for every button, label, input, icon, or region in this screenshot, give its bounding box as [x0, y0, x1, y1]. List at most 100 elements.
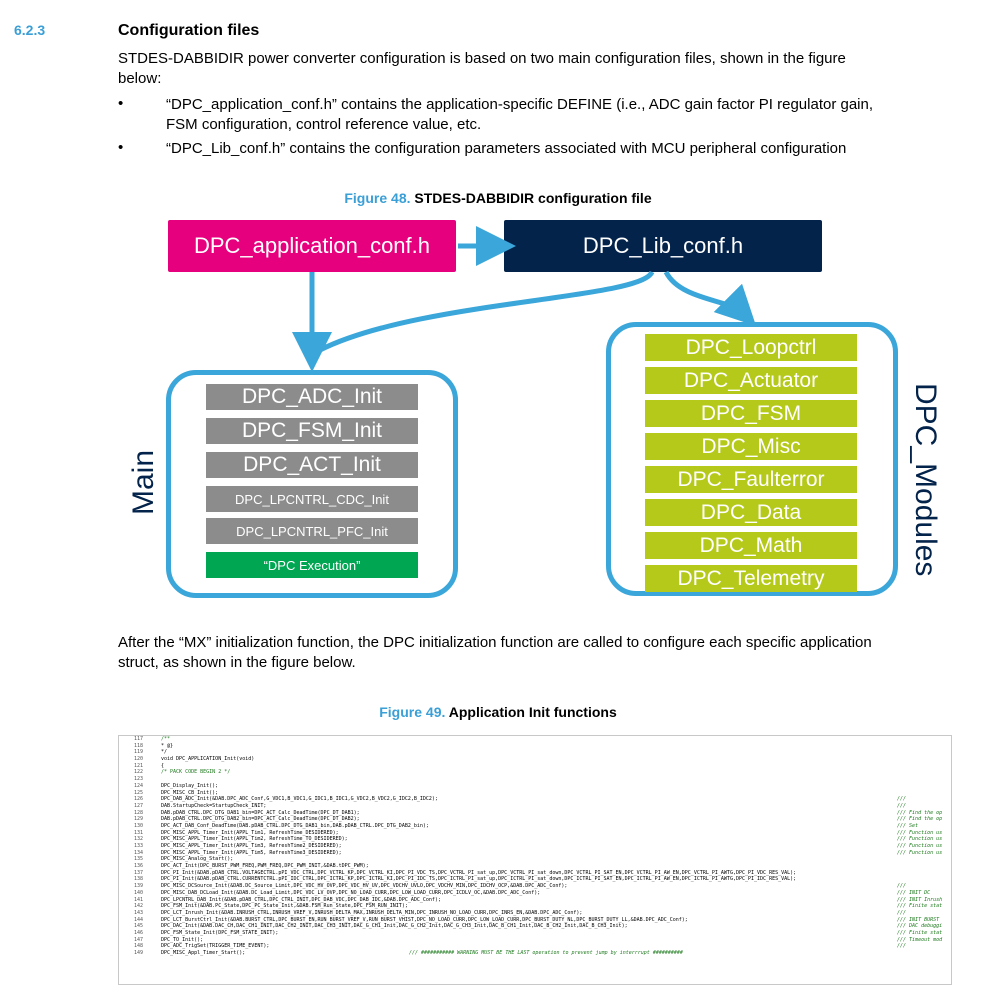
code-text: DPC_MISC_DAB_DCLoad_Init(&DAB.DC_Load_Li…: [161, 889, 541, 896]
bullet-marker: •: [118, 139, 124, 156]
module-item: DPC_Telemetry: [645, 565, 857, 592]
code-text: DPC_FSM_Init(&DAB.PC_State,DPC_PC_State_…: [161, 903, 408, 910]
module-item: DPC_FSM: [645, 400, 857, 427]
code-text: DPC_MISC_DCSource_Init(&DAB.DC_Source_Li…: [161, 883, 568, 890]
code-text: DPC_ADC_TrigSet(TRIGGER_TIME_EVENT);: [161, 943, 270, 950]
code-text: void DPC_APPLICATION_Init(void): [161, 756, 255, 763]
code-line: 119 */: [119, 749, 951, 756]
code-line: 139 DPC_MISC_DCSource_Init(&DAB.DC_Sourc…: [119, 883, 951, 890]
main-item: DPC_ADC_Init: [206, 384, 418, 410]
line-number: 124: [133, 782, 143, 789]
line-number: 119: [133, 749, 143, 756]
modules-label: DPC_Modules: [909, 383, 942, 577]
line-number: 134: [133, 849, 143, 856]
code-text: DPC_DAB_ADC_Init(&DAB.DPC_ADC_Conf,G_VDC…: [161, 796, 438, 803]
code-line: 141 DPC_LPCNTRL_DAB_Init(&DAB.pDAB_CTRL,…: [119, 897, 951, 904]
code-text: DPC_MISC_APPL_Timer_Init(APPL_Tim1, Refr…: [161, 829, 339, 836]
line-number: 135: [133, 856, 143, 863]
line-number: 144: [133, 916, 143, 923]
code-line: 137 DPC_PI_Init(&DAB.pDAB_CTRL.VOLTAGECT…: [119, 870, 951, 877]
code-line: 135 DPC_MISC_Analog_Start();: [119, 856, 951, 863]
code-text: DAB.pDAB_CTRL.DPC_DTG_DAB1_bin=DPC_ACT_C…: [161, 809, 360, 816]
code-comment: /// Function us: [897, 829, 943, 836]
figure-number: Figure 48.: [344, 190, 411, 206]
arrow-lib-to-main: [318, 270, 655, 353]
code-comment: /// Function us: [897, 843, 943, 849]
code-text: DPC_ACT_DAB_Conf_DeadTime(DAB.pDAB_CTRL.…: [161, 822, 429, 829]
code-line: 138 DPC_PI_Init(&DAB.pDAB_CTRL.CURRENTCT…: [119, 876, 951, 883]
line-number: 133: [133, 843, 143, 849]
line-number: 145: [133, 923, 143, 930]
code-line: 148 DPC_ADC_TrigSet(TRIGGER_TIME_EVENT);…: [119, 943, 951, 950]
arrow-lib-to-modules: [663, 270, 757, 327]
code-line: 131 DPC_MISC_APPL_Timer_Init(APPL_Tim1, …: [119, 830, 951, 837]
code-comment: /// Set: [897, 822, 919, 829]
line-number: 132: [133, 836, 143, 843]
code-text: DPC_LCT_BurstCtrl_Init(&DAB.BURST_CTRL,D…: [161, 916, 688, 923]
code-line: 123: [119, 776, 951, 783]
line-number: 117: [133, 736, 143, 742]
code-text: DAB.StartupCheck=StartupCheck_INIT;: [161, 802, 267, 809]
line-number: 139: [133, 883, 143, 890]
line-number: 149: [133, 950, 143, 956]
code-comment: /// Finite stat: [897, 929, 943, 936]
code-line: 129 DAB.pDAB_CTRL.DPC_DTG_DAB2_bin=DPC_A…: [119, 816, 951, 823]
main-item: DPC_FSM_Init: [206, 418, 418, 444]
code-text: DPC_Display_Init();: [161, 782, 219, 789]
intro-line-2: below:: [118, 70, 162, 87]
code-comment: /// Find the op: [897, 816, 943, 823]
line-number: 126: [133, 796, 143, 803]
main-label: Main: [127, 449, 160, 515]
code-line: 132 DPC_MISC_APPL_Timer_Init(APPL_Tim2, …: [119, 836, 951, 843]
code-text: * @}: [161, 742, 174, 749]
code-line: 124 DPC_Display_Init();: [119, 783, 951, 790]
line-number: 122: [133, 769, 143, 776]
code-comment: ///: [897, 802, 907, 809]
figure-48-caption: Figure 48. STDES-DABBIDIR configuration …: [0, 190, 996, 206]
code-text: DPC_PI_Init(&DAB.pDAB_CTRL.CURRENTCTRL.p…: [161, 876, 797, 883]
code-text: DPC_LCT_Inrush_Init(&DAB.INRUSH_CTRL,INR…: [161, 909, 583, 916]
code-comment: /// INIT BURST: [897, 916, 940, 923]
code-line: 126 DPC_DAB_ADC_Init(&DAB.DPC_ADC_Conf,G…: [119, 796, 951, 803]
line-number: 148: [133, 943, 143, 950]
bullet-text: “DPC_Lib_conf.h” contains the configurat…: [166, 140, 847, 157]
code-line: 144 DPC_LCT_BurstCtrl_Init(&DAB.BURST_CT…: [119, 917, 951, 924]
code-line: 130 DPC_ACT_DAB_Conf_DeadTime(DAB.pDAB_C…: [119, 823, 951, 830]
line-number: 127: [133, 802, 143, 809]
bullet-text: FSM configuration, control reference val…: [166, 116, 482, 133]
modules-container: [606, 322, 898, 596]
line-number: 136: [133, 863, 143, 870]
code-text: DPC_MISC_CB_Init();: [161, 789, 219, 796]
line-number: 125: [133, 789, 143, 796]
code-line: 117/**: [119, 736, 951, 743]
module-item: DPC_Misc: [645, 433, 857, 460]
code-line: 143 DPC_LCT_Inrush_Init(&DAB.INRUSH_CTRL…: [119, 910, 951, 917]
after-text-line-2: struct, as shown in the figure below.: [118, 654, 356, 671]
module-item: DPC_Math: [645, 532, 857, 559]
code-text: /* PACK CODE BEGIN 2 */: [161, 769, 231, 776]
code-line: 122 /* PACK CODE BEGIN 2 */: [119, 769, 951, 776]
code-text: DAB.pDAB_CTRL.DPC_DTG_DAB2_bin=DPC_ACT_C…: [161, 816, 360, 823]
code-comment: /// Function us: [897, 849, 943, 856]
figure-49-caption: Figure 49. Application Init functions: [0, 704, 996, 720]
code-line: 136 DPC_ACT_Init(DPC_BURST_PWM_FREQ,PWM_…: [119, 863, 951, 870]
code-comment: ///: [897, 909, 907, 916]
code-text: DPC_MISC_APPL_Timer_Init(APPL_Tim3, Refr…: [161, 843, 342, 849]
figure-title: Application Init functions: [448, 704, 617, 720]
code-text: {: [161, 762, 165, 769]
code-line: 125 DPC_MISC_CB_Init();: [119, 790, 951, 797]
code-text: DPC_TO_Init();: [161, 936, 204, 943]
code-line: 127 DAB.StartupCheck=StartupCheck_INIT; /…: [119, 803, 951, 810]
code-line: 147 DPC_TO_Init();/// Timeout mod: [119, 937, 951, 944]
code-comment: /// INIT Inrush: [897, 896, 943, 903]
line-number: 123: [133, 776, 143, 783]
main-item: DPC_ACT_Init: [206, 452, 418, 478]
code-line: 149 DPC_MISC_Appl_Timer_Start();/// ####…: [119, 950, 951, 957]
line-number: 143: [133, 909, 143, 916]
code-text: DPC_MISC_Appl_Timer_Start();: [161, 950, 246, 956]
code-text: DPC_MISC_APPL_Timer_Init(APPL_Tim5, Refr…: [161, 849, 342, 856]
code-line: 121{: [119, 763, 951, 770]
code-comment: /// Function us: [897, 836, 943, 843]
